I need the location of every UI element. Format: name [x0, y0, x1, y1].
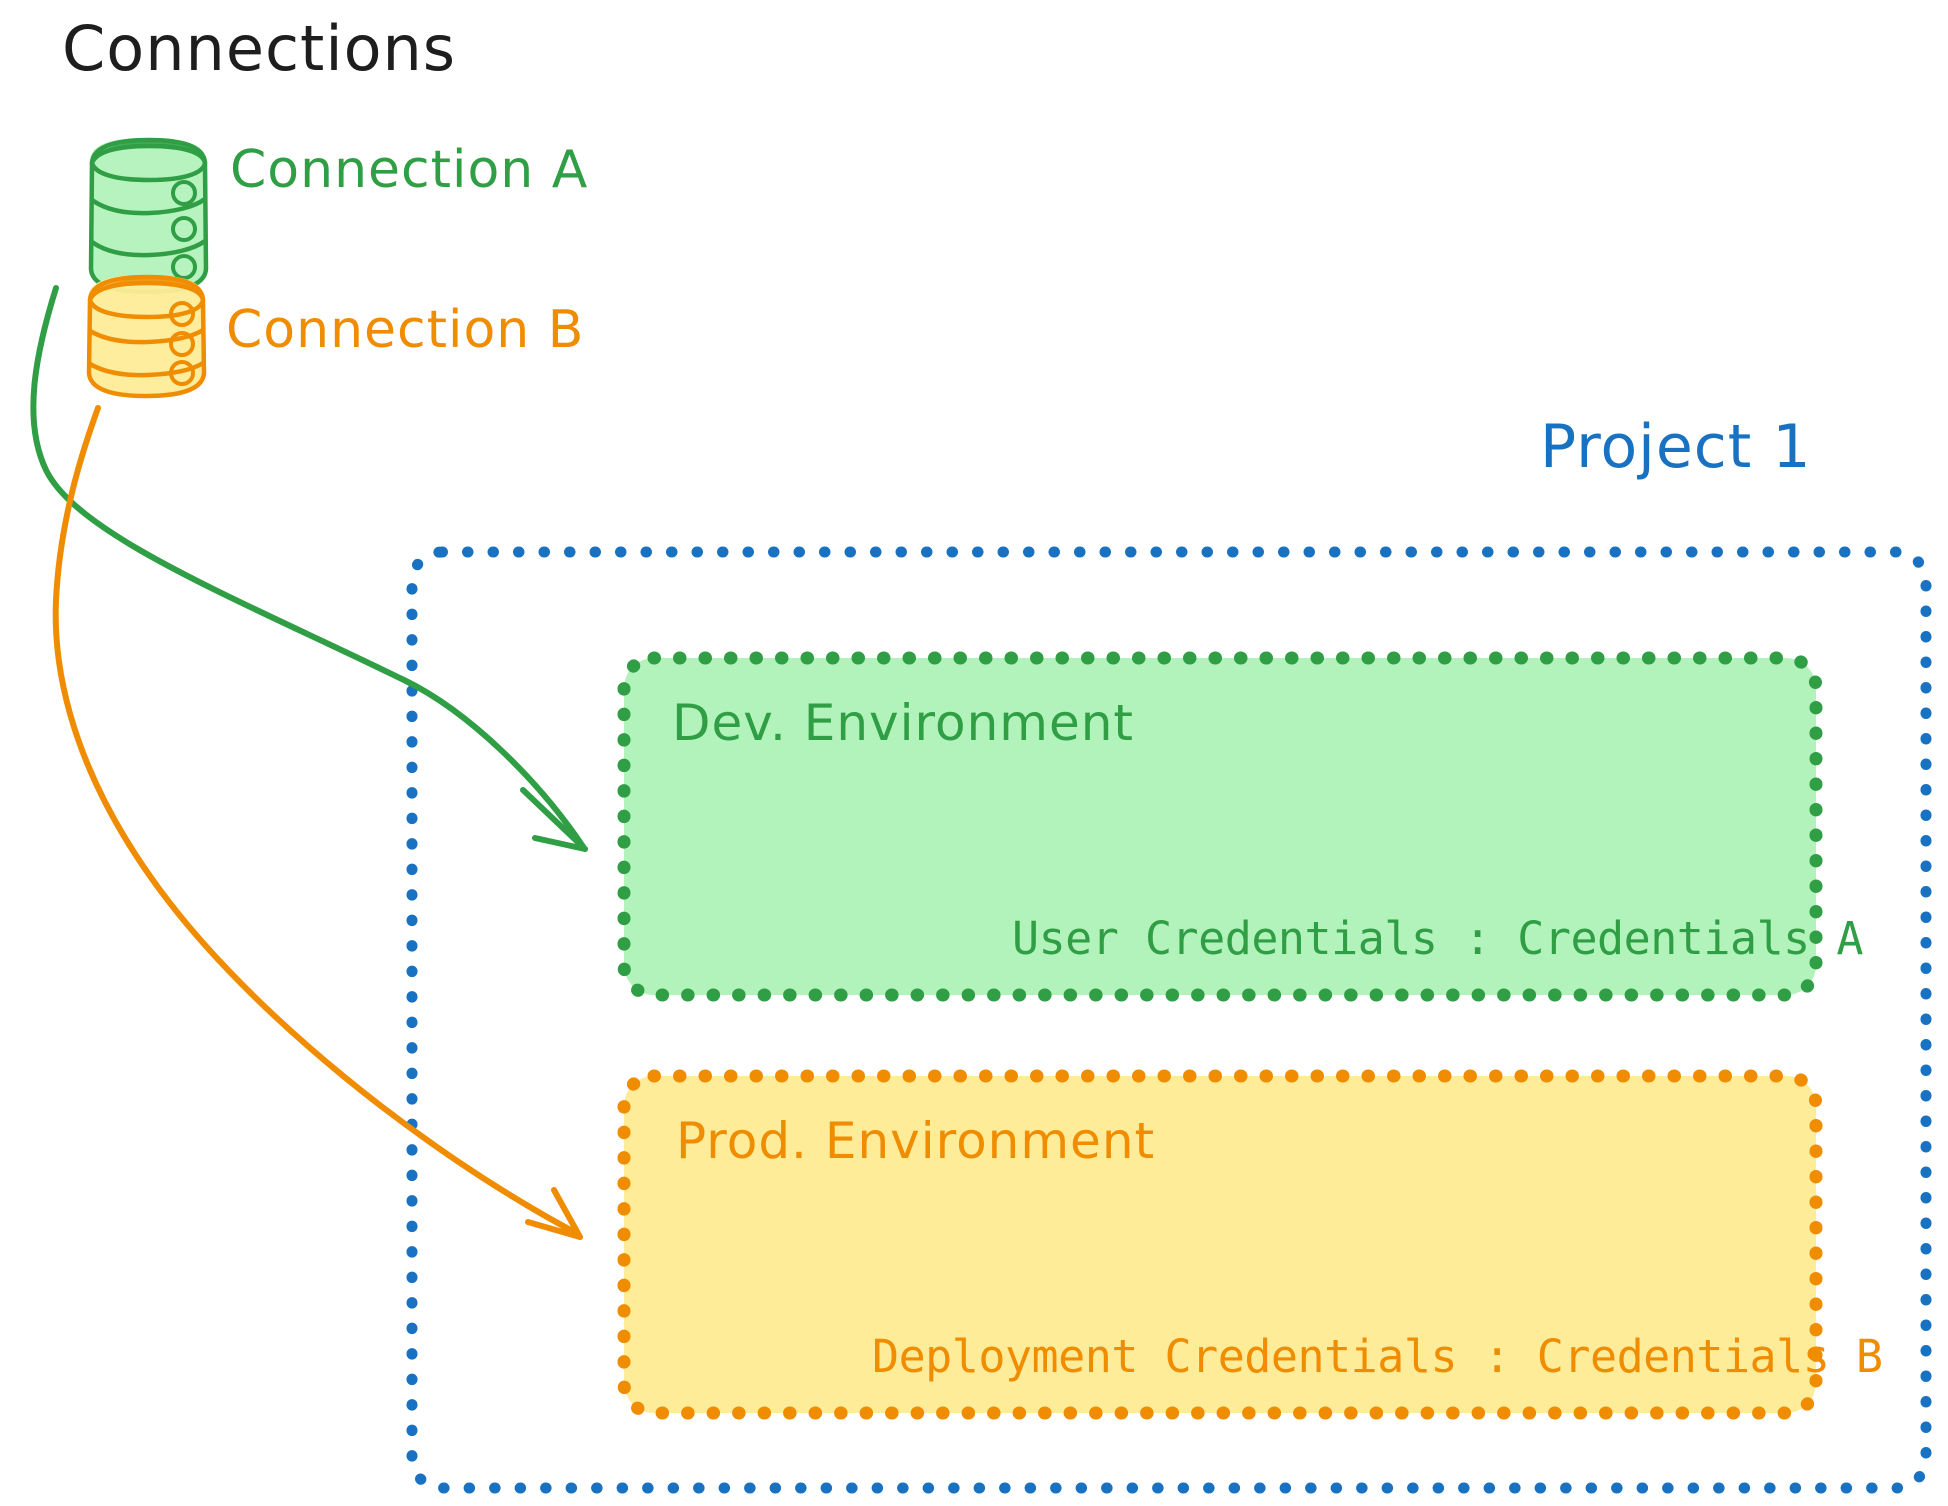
dev-environment-box[interactable] [617, 651, 1823, 1002]
prod-environment-title: Prod. Environment [676, 1112, 1156, 1170]
dev-environment-title: Dev. Environment [672, 694, 1135, 752]
arrow-connection-a-to-dev [30, 285, 588, 852]
project-boundary-box [406, 546, 1932, 1494]
prod-environment-credentials: Deployment Credentials : Credentials B [872, 1330, 1883, 1383]
arrow-connection-b-to-prod [52, 405, 583, 1240]
page-title: Connections [62, 12, 457, 85]
prod-environment-box[interactable] [617, 1069, 1823, 1420]
database-icon[interactable] [86, 274, 207, 399]
dev-environment-credentials: User Credentials : Credentials A [1012, 912, 1863, 965]
project-title: Project 1 [1540, 412, 1812, 482]
connection-a-label[interactable]: Connection A [230, 140, 589, 200]
connection-b-label[interactable]: Connection B [226, 300, 585, 360]
database-icon[interactable] [88, 137, 209, 295]
